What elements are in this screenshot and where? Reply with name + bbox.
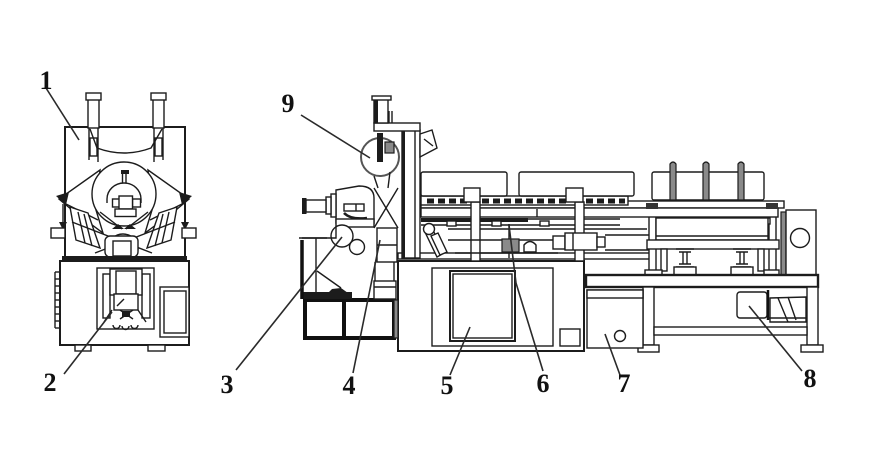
svg-text:3: 3 bbox=[221, 370, 234, 399]
svg-text:5: 5 bbox=[441, 371, 454, 400]
svg-text:1: 1 bbox=[40, 66, 53, 95]
svg-text:2: 2 bbox=[44, 368, 57, 397]
svg-text:9: 9 bbox=[282, 89, 295, 118]
svg-text:8: 8 bbox=[804, 364, 817, 393]
svg-text:7: 7 bbox=[618, 369, 631, 398]
svg-text:4: 4 bbox=[343, 371, 356, 400]
svg-text:6: 6 bbox=[537, 369, 550, 398]
